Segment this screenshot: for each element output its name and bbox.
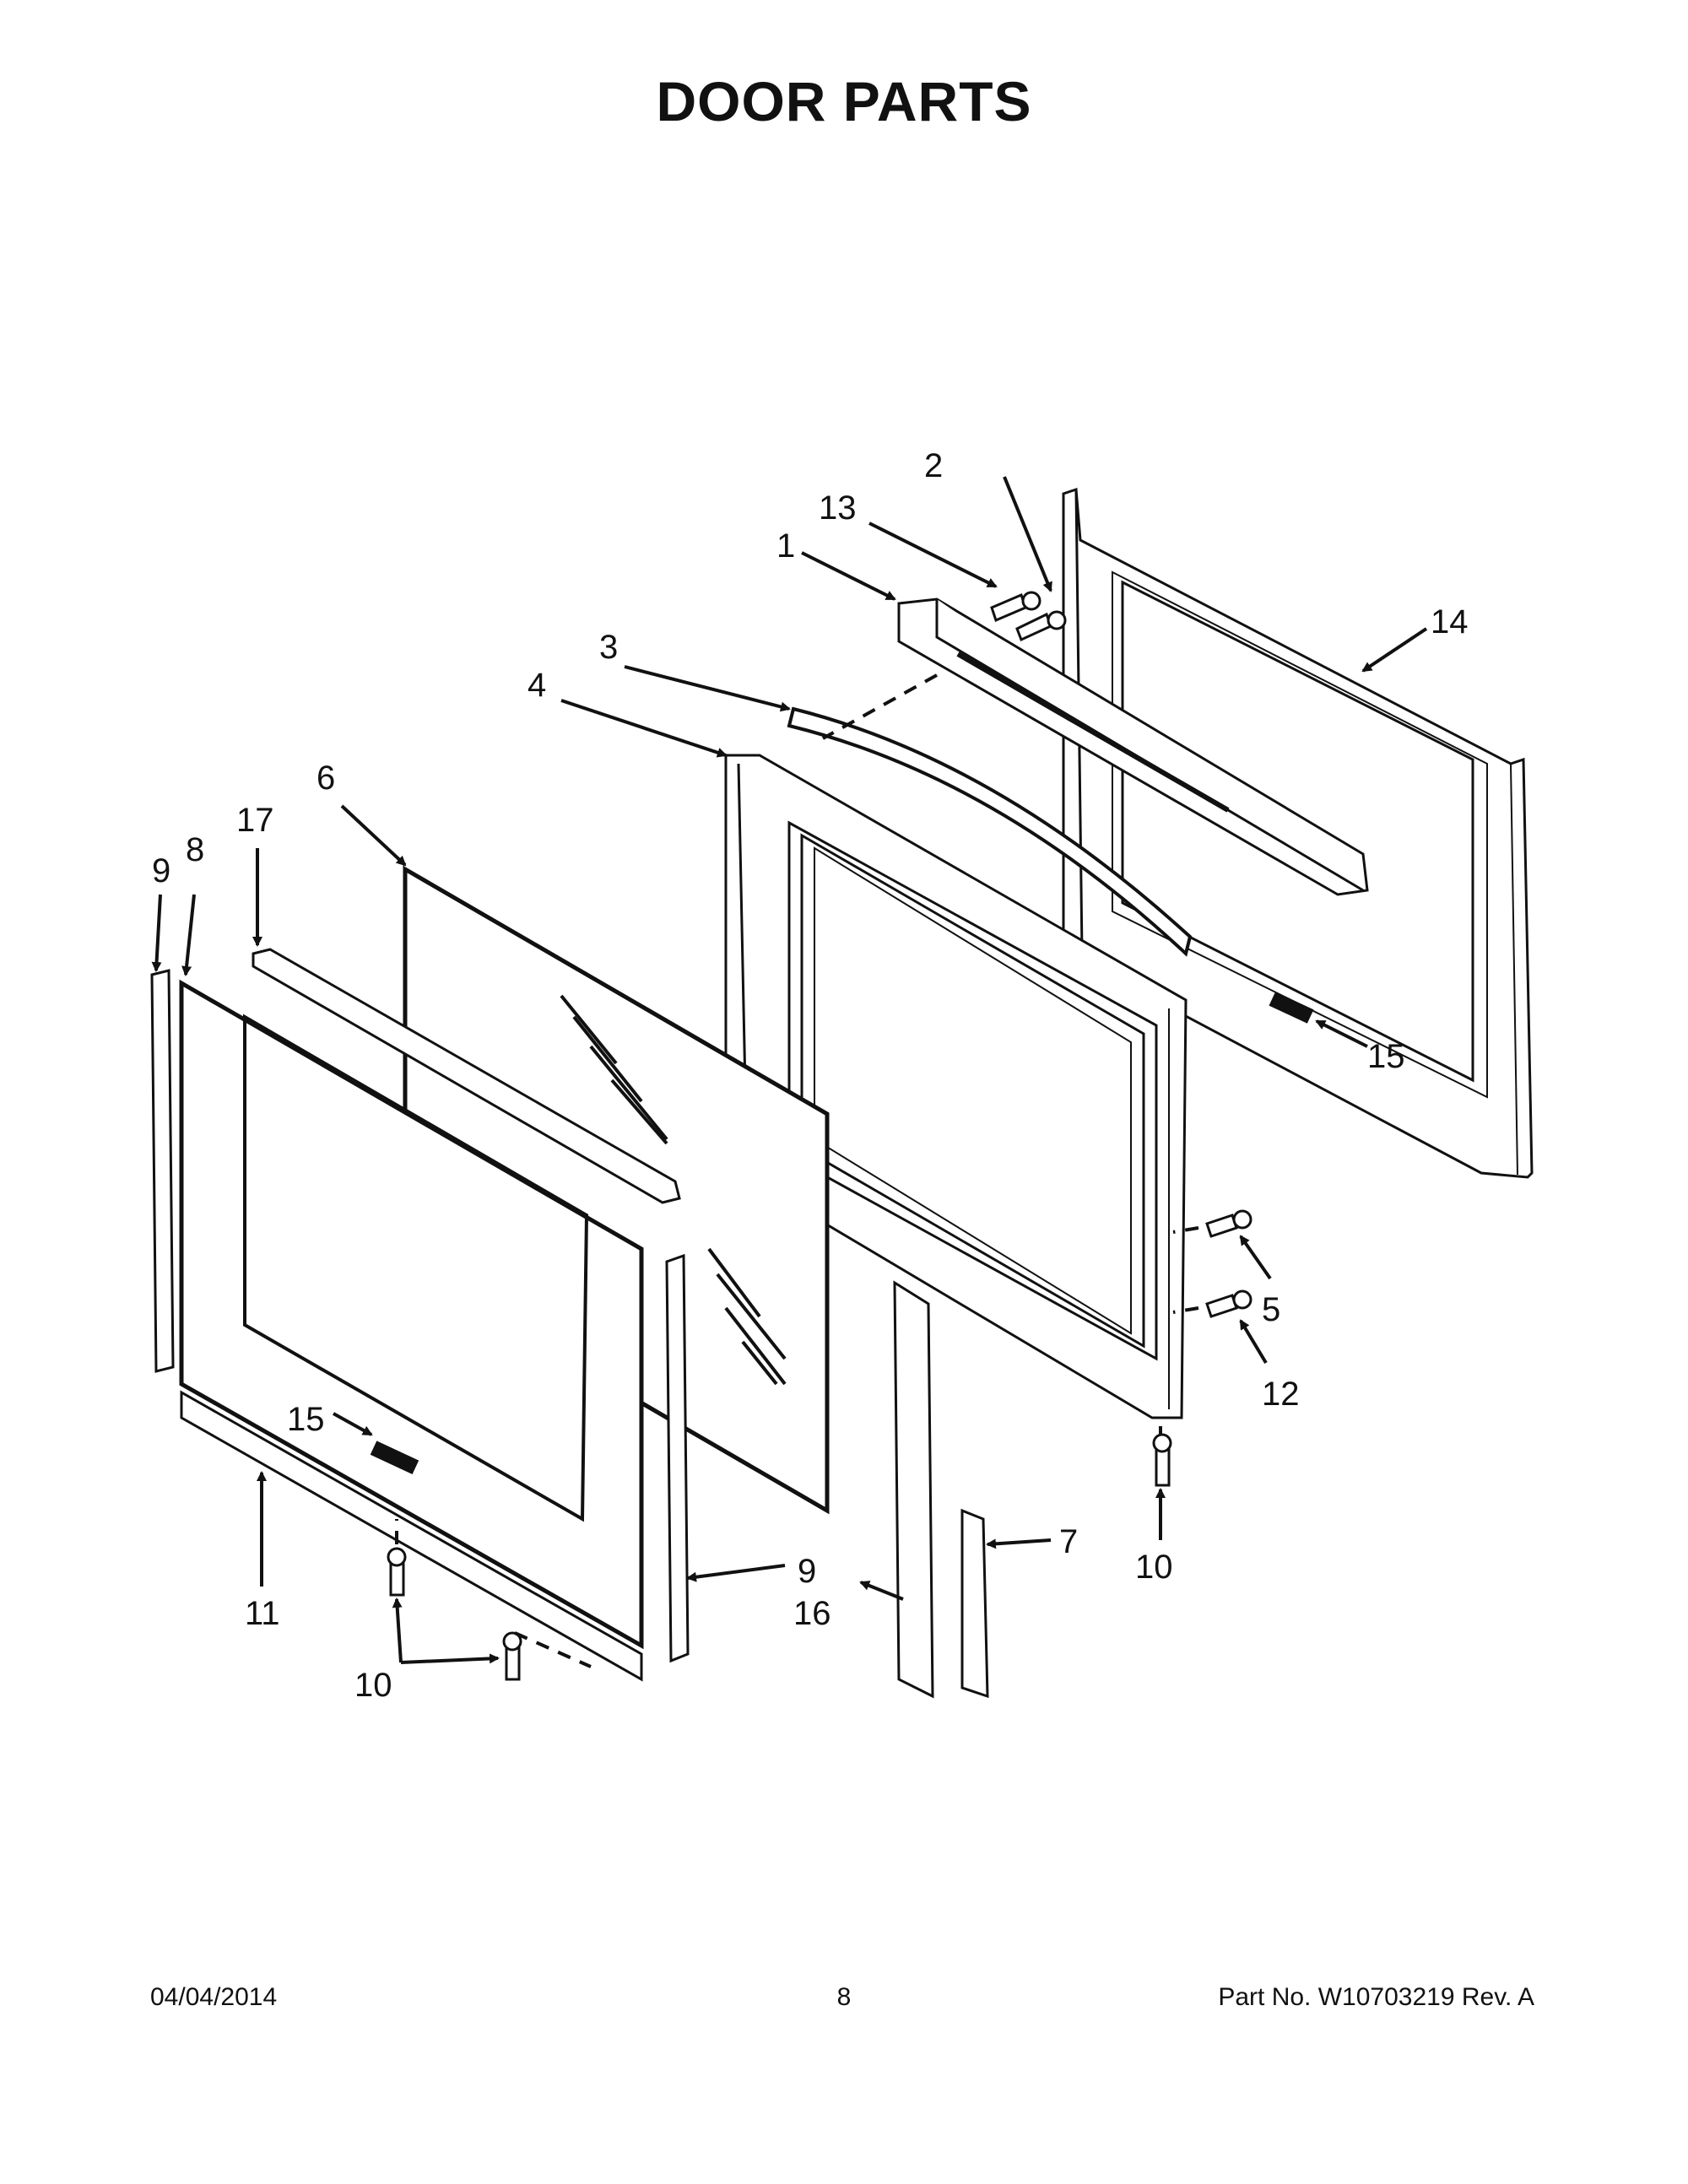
callout-2: 2 <box>924 447 943 484</box>
page-title: DOOR PARTS <box>656 70 1032 132</box>
footer-part-number: Part No. W10703219 Rev. A <box>1218 1983 1534 2011</box>
callout-3: 3 <box>599 629 618 666</box>
callout-15-left: 15 <box>287 1401 325 1438</box>
top-trim-strip-part <box>252 948 681 1204</box>
callout-7: 7 <box>1059 1523 1078 1560</box>
footer-date: 04/04/2014 <box>150 1983 278 2011</box>
callout-1: 1 <box>776 527 795 565</box>
callout-4: 4 <box>528 667 546 704</box>
callout-10-right: 10 <box>1135 1549 1173 1586</box>
footer-page-number: 8 <box>836 1983 852 2011</box>
brand-logo-part <box>370 992 1314 1474</box>
right-side-trim-part <box>665 1253 690 1663</box>
callout-9-left: 9 <box>152 852 170 889</box>
callout-9-right: 9 <box>798 1553 816 1590</box>
left-side-trim-part <box>150 969 175 1373</box>
callout-17: 17 <box>236 802 274 839</box>
callout-10-left: 10 <box>354 1667 392 1704</box>
guide-lines <box>395 673 1199 1668</box>
callout-5: 5 <box>1262 1291 1280 1328</box>
callout-16: 16 <box>793 1595 831 1632</box>
outer-door-panel-part <box>179 979 644 1650</box>
bottom-trim-part <box>180 1390 643 1682</box>
callout-13: 13 <box>819 489 857 527</box>
callout-12: 12 <box>1262 1376 1300 1413</box>
leader-lines <box>151 476 1428 1664</box>
top-screws-part <box>990 591 1067 642</box>
top-trim-bracket-part <box>897 597 1369 896</box>
callout-14: 14 <box>1431 603 1469 641</box>
door-frame-part <box>724 754 1188 1419</box>
hinge-assembly-part <box>893 1280 989 1699</box>
callout-15-right: 15 <box>1367 1038 1405 1075</box>
callout-8: 8 <box>186 831 204 868</box>
callout-6: 6 <box>316 760 335 797</box>
callout-11: 11 <box>245 1595 280 1632</box>
screws-part <box>387 1209 1252 1681</box>
